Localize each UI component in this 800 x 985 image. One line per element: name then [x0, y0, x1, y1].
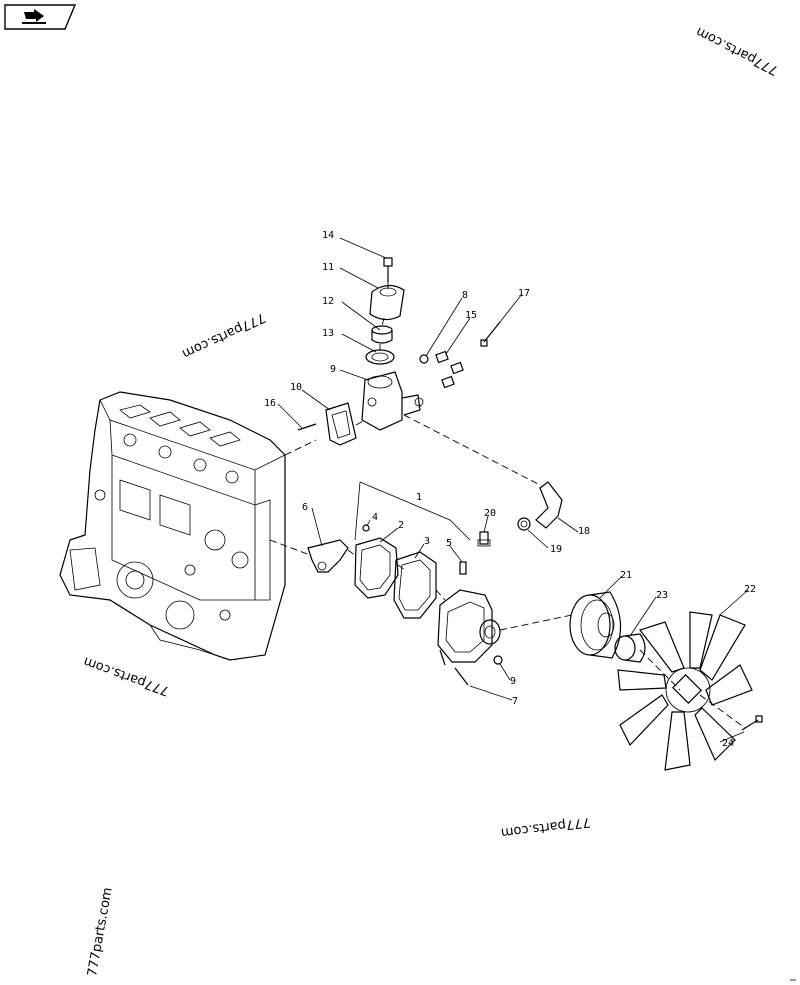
callout-6: 6	[302, 502, 308, 513]
part-19-clamp	[517, 517, 531, 531]
callout-1: 1	[416, 492, 422, 503]
callouts: 14 11 12 13 9 8 15 17 10 16 1 6 4 2 3 5 …	[264, 230, 756, 749]
part-5-fitting	[459, 561, 467, 575]
callout-12: 12	[322, 296, 334, 307]
watermark-bottom-center: 777parts.com	[500, 814, 591, 840]
part-9-nut	[493, 655, 503, 665]
part-18-hose	[535, 481, 563, 529]
callout-3: 3	[424, 536, 430, 547]
callout-8: 8	[462, 290, 468, 301]
water-pump-body	[437, 589, 501, 666]
callout-16: 16	[264, 398, 276, 409]
connection-lines	[269, 282, 746, 729]
callout-2: 2	[398, 520, 404, 531]
part-2-gasket	[354, 537, 399, 599]
part-4-bolt	[362, 524, 370, 532]
callout-23: 23	[656, 590, 668, 601]
callout-11: 11	[322, 262, 334, 273]
callout-5: 5	[446, 538, 452, 549]
callout-20: 20	[484, 508, 496, 519]
callout-9-upper: 9	[330, 364, 336, 375]
part-16-stud	[297, 423, 317, 431]
part-11-housing-cover	[369, 284, 405, 321]
part-17-long-bolt	[480, 321, 501, 347]
callout-leaders	[277, 237, 749, 743]
part-15-plug	[435, 350, 464, 389]
callout-19: 19	[550, 544, 562, 555]
watermarks: 777parts.com 777parts.com 777parts.com 7…	[82, 24, 781, 978]
watermark-center-left: 777parts.com	[180, 309, 268, 361]
part-12-thermostat	[371, 325, 393, 344]
part-13-gasket	[365, 349, 395, 365]
part-7-stud	[454, 667, 469, 686]
callout-4: 4	[372, 512, 378, 523]
part-24-bolt	[741, 715, 763, 731]
part-9-thermostat-housing	[361, 371, 424, 431]
watermark-bottom-left: 777parts.com	[85, 886, 115, 977]
callout-9-lower: 9	[510, 676, 516, 687]
part-20-sender	[477, 531, 491, 547]
part-14-bolt	[383, 257, 393, 282]
callout-13: 13	[322, 328, 334, 339]
part-8-nut	[419, 354, 429, 364]
callout-15: 15	[465, 310, 477, 321]
part-6-plate	[307, 539, 349, 573]
watermark-lower-left: 777parts.com	[82, 653, 172, 698]
part-3-back-plate	[393, 551, 437, 619]
callout-7: 7	[512, 696, 518, 707]
part-10-gasket	[325, 402, 357, 446]
back-arrow-icon	[4, 4, 77, 30]
part-21-pulley	[569, 591, 622, 659]
watermark-top-right: 777parts.com	[694, 24, 781, 78]
callout-17: 17	[518, 288, 530, 299]
callout-14: 14	[322, 230, 334, 241]
engine-block	[59, 391, 286, 661]
callout-22: 22	[744, 584, 756, 595]
callout-24: 24	[722, 738, 734, 749]
part-22-fan	[617, 611, 753, 771]
part-23-spacer	[614, 633, 646, 663]
callout-18: 18	[578, 526, 590, 537]
callout-10: 10	[290, 382, 302, 393]
callout-21: 21	[620, 570, 632, 581]
navigation-button[interactable]	[4, 4, 77, 30]
